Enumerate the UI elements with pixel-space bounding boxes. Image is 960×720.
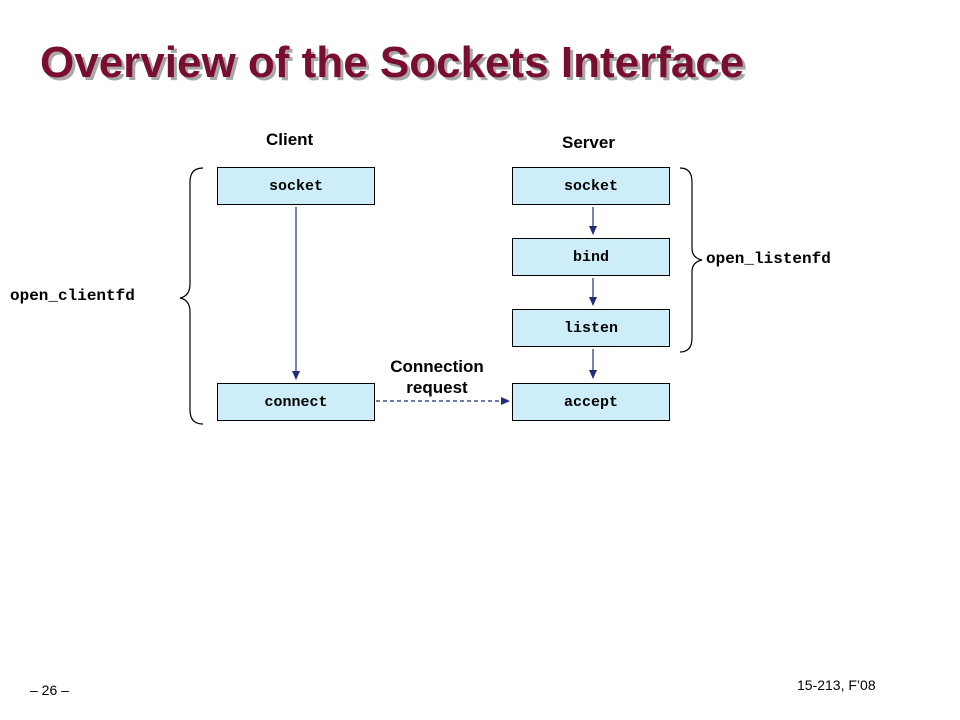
page-number: – 26 – [30, 682, 69, 698]
connect-box: connect [217, 383, 375, 421]
slide-title: Overview of the Sockets Interface [40, 38, 745, 87]
connection-request-label: Connection request [390, 357, 484, 397]
server-brace [679, 167, 703, 353]
bind-box: bind [512, 238, 670, 276]
open-listenfd-label: open_listenfd [706, 250, 831, 268]
client-brace [179, 167, 204, 425]
client-column-label: Client [266, 130, 314, 149]
course-label: 15-213, F’08 [797, 677, 876, 693]
listen-box: listen [512, 309, 670, 347]
server-column-label: Server [562, 133, 615, 152]
client-socket-box: socket [217, 167, 375, 205]
accept-box: accept [512, 383, 670, 421]
server-socket-box: socket [512, 167, 670, 205]
open-clientfd-label: open_clientfd [10, 287, 135, 305]
